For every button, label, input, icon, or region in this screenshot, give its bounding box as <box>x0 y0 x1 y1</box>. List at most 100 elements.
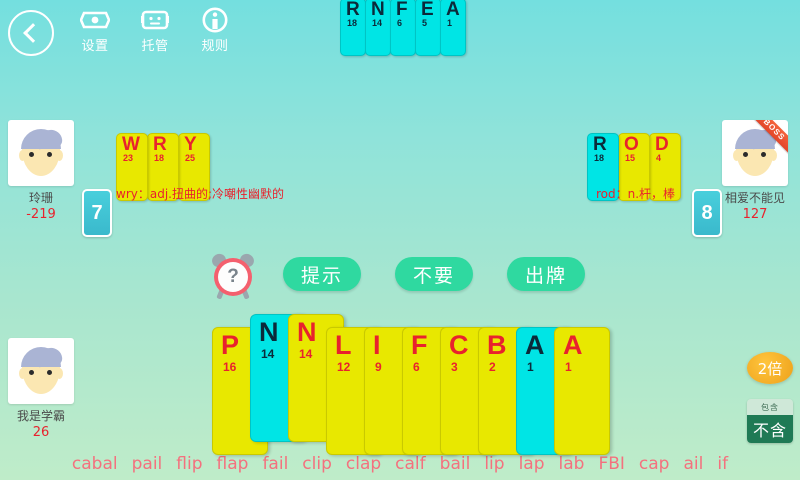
toolbar-item-autoplay[interactable]: 托管 <box>132 6 178 54</box>
card-letter: A <box>563 330 583 360</box>
word-suggestion[interactable]: flip <box>176 454 203 474</box>
word-suggestion[interactable]: cap <box>638 454 670 474</box>
card-value: 1 <box>447 18 453 28</box>
card-value: 18 <box>594 153 605 163</box>
card-letter: W <box>122 134 140 155</box>
card-value: 16 <box>223 360 237 374</box>
card-value: 23 <box>123 153 134 163</box>
avatar: BOSS <box>722 120 788 186</box>
player-left-name: 玲珊 <box>28 191 53 205</box>
card-letter: N <box>371 0 385 20</box>
card-letter: I <box>373 330 381 360</box>
card-value: 5 <box>422 18 428 28</box>
word-suggestion[interactable]: flap <box>216 454 249 474</box>
card-letter: N <box>259 317 279 347</box>
word-suggestion[interactable]: if <box>717 454 729 474</box>
card-letter: L <box>335 330 352 360</box>
player-self-name: 我是学霸 <box>16 409 65 423</box>
toolbar-label-rules: 规则 <box>201 39 229 54</box>
back-chevron-icon <box>23 23 43 43</box>
toolbar-label-autoplay: 托管 <box>141 39 169 54</box>
card-letter: P <box>221 330 240 360</box>
word-suggestion[interactable]: cabal <box>71 454 118 474</box>
word-suggestion[interactable]: lab <box>558 454 585 474</box>
player-left[interactable]: 玲珊 -219 <box>8 120 74 222</box>
toolbar-item-rules[interactable]: 规则 <box>192 6 238 54</box>
avatar <box>8 338 74 404</box>
word-suggestion[interactable]: calf <box>395 454 426 474</box>
player-left-card-count: 7 <box>82 189 112 237</box>
timer-value: ? <box>218 262 248 292</box>
player-right-name: 相爱不能见 <box>724 191 785 205</box>
player-right-word-definition: rod：n.杆，棒 <box>596 187 676 201</box>
player-right-score: 127 <box>742 207 768 222</box>
player-right-card-count: 8 <box>692 189 722 237</box>
back-button[interactable] <box>8 10 54 56</box>
alarm-clock-icon: ? <box>209 251 257 300</box>
eye-settings-icon <box>78 6 112 34</box>
card-value: 9 <box>375 360 382 374</box>
player-right[interactable]: BOSS 相爱不能见 127 <box>722 120 788 222</box>
card-letter: F <box>396 0 408 20</box>
word-suggestion[interactable]: fail <box>262 454 289 474</box>
word-suggestion[interactable]: lap <box>518 454 545 474</box>
card-value: 1 <box>565 360 572 374</box>
card-value: 14 <box>372 18 383 28</box>
card-letter: R <box>153 134 167 155</box>
card-letter: F <box>411 330 428 360</box>
avatar <box>8 120 74 186</box>
word-suggestion[interactable]: FBI <box>598 454 625 474</box>
player-self[interactable]: 我是学霸 26 <box>8 338 74 440</box>
card-letter: B <box>487 330 507 360</box>
card-value: 6 <box>413 360 420 374</box>
card-letter: Y <box>184 134 197 155</box>
card-value: 18 <box>154 153 165 163</box>
card-value: 4 <box>656 153 662 163</box>
word-suggestion[interactable]: clip <box>302 454 332 474</box>
player-left-word-definition: wry：adj.扭曲的;冷嘲性幽默的 <box>116 187 285 201</box>
top-toolbar: 设置 托管 规则 <box>8 6 238 56</box>
card-letter: A <box>446 0 460 20</box>
card-value: 15 <box>625 153 636 163</box>
card-value: 12 <box>337 360 351 374</box>
include-toggle[interactable]: 包含 不含 <box>747 399 793 443</box>
word-suggestion[interactable]: pail <box>131 454 163 474</box>
word-suggestion[interactable]: bail <box>439 454 471 474</box>
player-left-score: -219 <box>26 207 56 222</box>
info-rules-icon <box>198 6 232 34</box>
card-value: 1 <box>527 360 534 374</box>
play-button[interactable]: 出牌 <box>507 257 585 291</box>
robot-autoplay-icon <box>138 6 172 34</box>
word-suggestion[interactable]: ail <box>683 454 704 474</box>
pass-button[interactable]: 不要 <box>395 257 473 291</box>
card-value: 25 <box>185 153 196 163</box>
hint-button[interactable]: 提示 <box>283 257 361 291</box>
card-letter: A <box>525 330 545 360</box>
word-suggestion[interactable]: clap <box>345 454 382 474</box>
card-letter: C <box>449 330 469 360</box>
word-suggestion[interactable]: lip <box>484 454 505 474</box>
player-self-score: 26 <box>32 425 50 440</box>
card-value: 14 <box>261 347 275 361</box>
card-letter: R <box>346 0 360 20</box>
card-value: 2 <box>489 360 496 374</box>
include-option-active[interactable]: 不含 <box>747 415 793 443</box>
toolbar-item-settings[interactable]: 设置 <box>72 6 118 54</box>
card-letter: E <box>421 0 434 20</box>
card-value: 6 <box>397 18 403 28</box>
include-option-inactive[interactable]: 包含 <box>747 399 793 415</box>
card-letter: O <box>624 134 639 155</box>
card-value: 14 <box>299 347 313 361</box>
score-multiplier-badge: 2倍 <box>747 352 793 384</box>
